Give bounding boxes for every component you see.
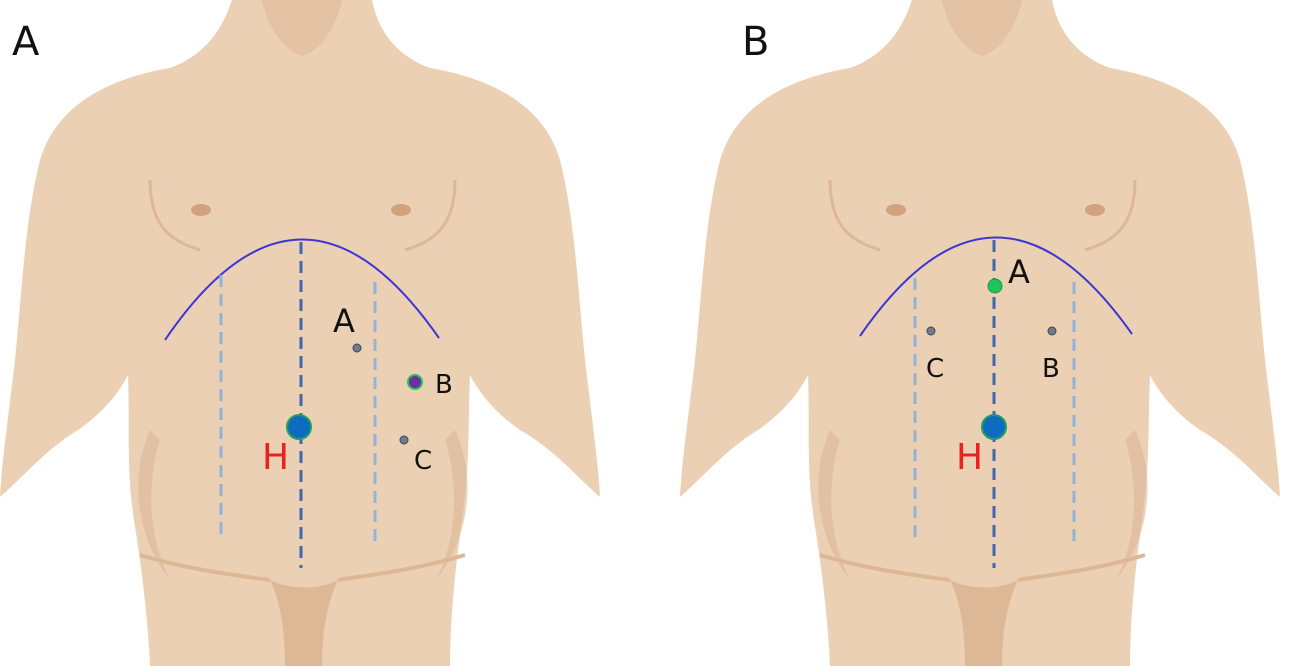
hub-port-label: H [262, 440, 289, 476]
nipple-left [886, 204, 906, 216]
port-c [400, 436, 408, 444]
hub-port-label: H [956, 440, 983, 476]
torso-illustration-b [680, 0, 1293, 666]
port-c-label: C [926, 356, 944, 382]
hub-port [982, 415, 1006, 439]
port-a [353, 344, 361, 352]
port-b [408, 375, 422, 389]
panel-label-a: A [12, 22, 39, 62]
port-a-label: A [333, 305, 355, 337]
panel-label-b: B [742, 22, 769, 62]
nipple-left [191, 204, 211, 216]
port-b-label: B [1042, 356, 1060, 382]
torso-illustration-a [0, 0, 620, 666]
nipple-right [391, 204, 411, 216]
panel-a: A A B C H [0, 0, 620, 666]
port-b-label: B [435, 372, 453, 398]
port-c [927, 327, 935, 335]
nipple-right [1085, 204, 1105, 216]
port-b [1048, 327, 1056, 335]
port-a [988, 279, 1002, 293]
port-c-label: C [414, 448, 432, 474]
torso-body [680, 0, 1280, 666]
hub-port [287, 415, 311, 439]
panel-b: B A B C H [680, 0, 1293, 666]
port-a-label: A [1008, 256, 1030, 288]
